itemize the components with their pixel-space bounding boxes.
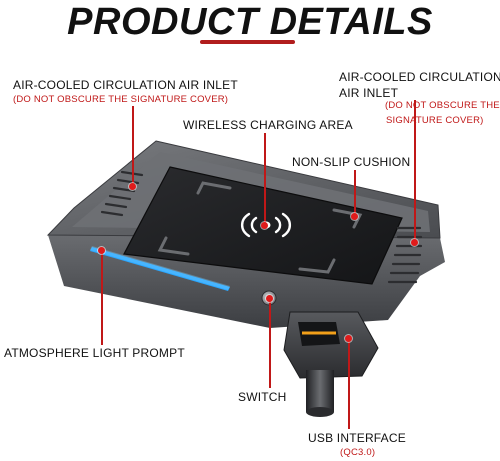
atmosphere-leader <box>101 250 103 345</box>
atmosphere-light <box>90 247 230 291</box>
title-underline <box>200 40 295 44</box>
usb-leader <box>348 338 350 429</box>
switch-label: SWITCH <box>238 390 287 404</box>
right-inlet-leader <box>414 100 416 242</box>
non-slip-marks <box>157 181 363 274</box>
non-slip-label: NON-SLIP CUSHION <box>292 155 411 169</box>
wireless-charging-label: WIRELESS CHARGING AREA <box>183 118 353 132</box>
non-slip-leader <box>354 170 356 216</box>
page-title: PRODUCT DETAILS <box>67 1 433 43</box>
right-air-vents <box>387 226 423 284</box>
left-air-vents <box>100 170 144 217</box>
right-inlet-note-line2: SIGNATURE COVER) <box>386 115 484 126</box>
left-inlet-title: AIR-COOLED CIRCULATION AIR INLET <box>13 78 238 92</box>
usb-interface-note: (QC3.0) <box>340 447 376 458</box>
wireless-charging-leader <box>264 133 266 225</box>
right-inlet-dot <box>410 238 418 246</box>
left-inlet-dot <box>128 182 136 190</box>
right-inlet-title-line2: AIR INLET <box>339 86 399 100</box>
usb-dot <box>344 334 352 342</box>
mount-cylinder <box>306 370 334 412</box>
atmosphere-dot <box>97 246 105 254</box>
right-inlet-title-line1: AIR-COOLED CIRCULATION <box>339 70 500 84</box>
atmosphere-label: ATMOSPHERE LIGHT PROMPT <box>4 346 185 360</box>
non-slip-dot <box>350 212 358 220</box>
left-inlet-leader <box>132 106 134 186</box>
wireless-charging-dot <box>260 221 268 229</box>
usb-interface-label: USB INTERFACE <box>308 431 406 445</box>
usb-module <box>283 311 379 379</box>
switch-leader <box>269 298 271 388</box>
left-inlet-note: (DO NOT OBSCURE THE SIGNATURE COVER) <box>13 94 229 105</box>
switch-dot <box>265 294 273 302</box>
right-inlet-note-line1: (DO NOT OBSCURE THE <box>385 100 500 111</box>
